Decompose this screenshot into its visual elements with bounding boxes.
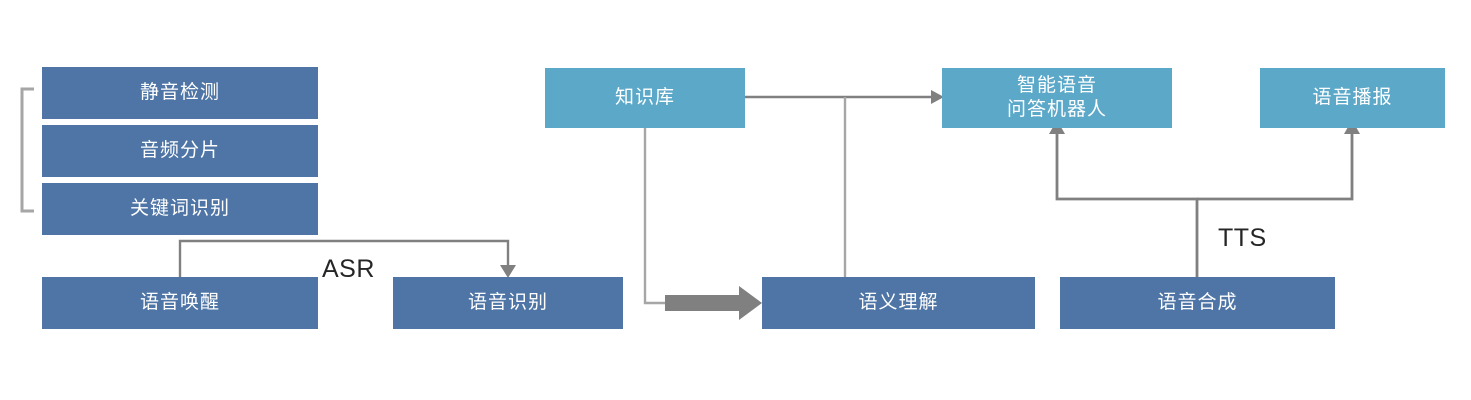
block-arrow-to-semantic [665, 286, 762, 320]
node-keyword-spotting[interactable]: 关键词识别 [42, 183, 318, 235]
node-silence-detection[interactable]: 静音检测 [42, 67, 318, 119]
node-speech-synthesis[interactable]: 语音合成 [1060, 277, 1335, 329]
node-knowledge-base[interactable]: 知识库 [545, 68, 745, 128]
connector-knowledgebase-to-robot [745, 90, 944, 104]
node-label: 语音唤醒 [139, 292, 220, 314]
node-label: 智能语音 问答机器人 [1006, 75, 1107, 120]
node-qa-robot[interactable]: 智能语音 问答机器人 [942, 68, 1172, 128]
group-bracket [20, 87, 34, 213]
node-voice-wakeup[interactable]: 语音唤醒 [42, 277, 318, 329]
node-speech-recognition[interactable]: 语音识别 [393, 277, 623, 329]
node-label: 知识库 [614, 87, 675, 109]
node-voice-broadcast[interactable]: 语音播报 [1260, 68, 1445, 128]
connector-knowledgebase-to-semantic [643, 128, 700, 305]
node-label: 语音播报 [1312, 87, 1393, 109]
node-label: 关键词识别 [129, 198, 230, 220]
node-label: 静音检测 [139, 82, 220, 104]
edge-label-asr: ASR [322, 255, 375, 283]
node-audio-slicing[interactable]: 音频分片 [42, 125, 318, 177]
node-label: 音频分片 [139, 140, 220, 162]
edge-label-tts: TTS [1218, 224, 1267, 252]
node-label: 语义理解 [858, 292, 939, 314]
node-label: 语音合成 [1157, 292, 1238, 314]
node-semantic-understanding[interactable]: 语义理解 [762, 277, 1035, 329]
connector-synthesis-branch [1049, 120, 1360, 277]
node-label: 语音识别 [467, 292, 548, 314]
